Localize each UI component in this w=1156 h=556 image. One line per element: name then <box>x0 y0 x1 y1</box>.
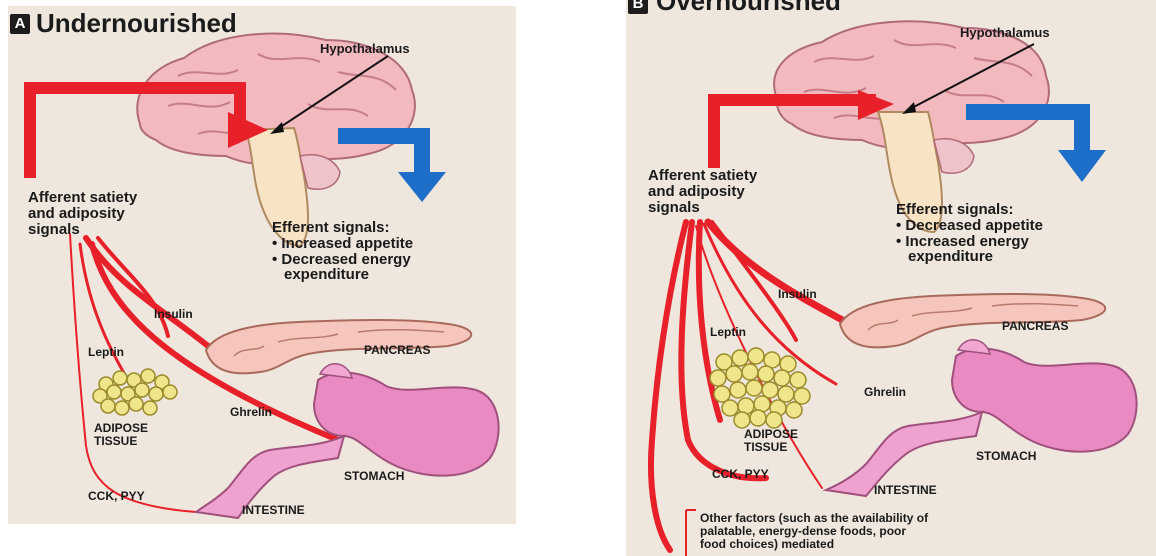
cck-pyy-label: CCK, PYY <box>712 468 769 481</box>
leptin-label: Leptin <box>88 346 124 359</box>
pancreas-label: PANCREAS <box>1002 320 1068 333</box>
panel-letter: A <box>10 14 30 34</box>
hypothalamus-label: Hypothalamus <box>320 42 410 56</box>
stomach-icon <box>314 364 499 476</box>
adipose-tissue-label: ADIPOSE TISSUE <box>744 428 798 453</box>
adipose-tissue-label: ADIPOSE TISSUE <box>94 422 148 447</box>
efferent-signals-label: Efferent signals: • Increased appetite •… <box>272 220 413 283</box>
adipose-tissue-icon <box>710 348 810 428</box>
pancreas-label: PANCREAS <box>364 344 430 357</box>
insulin-label: Insulin <box>778 288 817 301</box>
afferent-label: Afferent satiety and adiposity signals <box>28 190 137 237</box>
insulin-label: Insulin <box>154 308 193 321</box>
stomach-label: STOMACH <box>976 450 1036 463</box>
stomach-icon <box>952 340 1137 452</box>
leptin-label: Leptin <box>710 326 746 339</box>
adipose-tissue-icon <box>93 369 177 415</box>
diagram-art-b <box>626 0 1156 556</box>
intestine-label: INTESTINE <box>874 484 937 497</box>
intestine-label: INTESTINE <box>242 504 305 517</box>
efferent-signals-label: Efferent signals: • Decreased appetite •… <box>896 202 1043 265</box>
hypothalamus-label: Hypothalamus <box>960 26 1050 40</box>
ghrelin-label: Ghrelin <box>864 386 906 399</box>
ghrelin-label: Ghrelin <box>230 406 272 419</box>
diagram-art-a <box>8 6 516 524</box>
panel-undernourished: A Undernourished Hypothalamus Afferent s… <box>8 6 516 524</box>
panel-overnourished: B Overnourished Hypothalamus Afferent sa… <box>626 0 1156 556</box>
stomach-label: STOMACH <box>344 470 404 483</box>
panel-letter: B <box>628 0 648 14</box>
panel-title: Overnourished <box>656 0 841 17</box>
cck-pyy-label: CCK, PYY <box>88 490 145 503</box>
panel-title: Undernourished <box>36 8 237 39</box>
other-factors-bracket <box>686 510 696 556</box>
other-factors-note: Other factors (such as the availability … <box>700 512 928 551</box>
afferent-label: Afferent satiety and adiposity signals <box>648 168 757 215</box>
